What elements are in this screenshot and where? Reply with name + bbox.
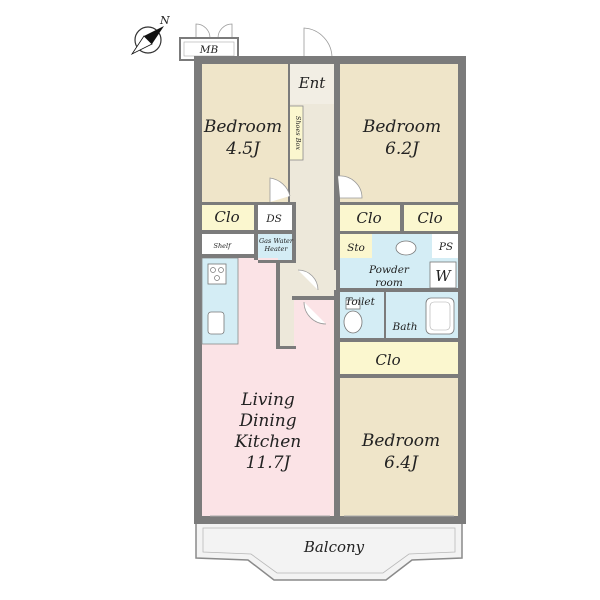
compass-icon: N — [130, 14, 170, 56]
stove-icon — [207, 263, 227, 285]
toilet-label: Toilet — [345, 296, 375, 308]
ps-label: PS — [438, 241, 453, 253]
bedroom-nw-size: 4.5J — [225, 139, 261, 159]
bath-label: Bath — [392, 321, 418, 333]
entrance-label: Ent — [298, 74, 327, 92]
meter-box-label: MB — [199, 44, 219, 56]
bedroom-ne-size: 6.2J — [385, 139, 420, 159]
washbasin-icon — [395, 240, 417, 256]
bedroom-se-name: Bedroom — [361, 431, 440, 451]
north-label: N — [159, 14, 170, 27]
bedroom-nw-name: Bedroom — [203, 117, 282, 137]
entrance-door-arc — [303, 27, 333, 60]
powder-label-1: Powder — [368, 264, 410, 276]
bedroom-se-size: 6.4J — [384, 453, 419, 473]
ldk-label-2: Dining — [238, 411, 296, 431]
interior-walls — [202, 64, 458, 516]
balcony: Balcony — [195, 521, 463, 581]
bedroom-ne-name: Bedroom — [362, 117, 441, 137]
powder-label-2: room — [375, 277, 403, 289]
storage-label: Sto — [347, 242, 365, 254]
heater-label-2: Heater — [264, 245, 289, 253]
closet-ne-1-label: Clo — [356, 209, 381, 227]
ldk-label-4: 11.7J — [246, 453, 292, 473]
bathtub-icon — [425, 297, 455, 335]
toilet-icon — [343, 310, 363, 334]
shelf-label: Shelf — [214, 242, 233, 250]
ds-label: DS — [265, 213, 282, 225]
mb-door-arcs — [195, 23, 233, 40]
balcony-label: Balcony — [303, 538, 365, 556]
heater-label-1: Gas Water — [259, 237, 294, 245]
room-labels: Ent Shoes Box Bedroom 4.5J Bedroom 6.2J … — [203, 74, 453, 473]
washer-label: W — [435, 267, 452, 285]
closet-ne-2-label: Clo — [417, 209, 442, 227]
closet-se-label: Clo — [375, 351, 400, 369]
closet-w-label: Clo — [214, 208, 239, 226]
kitchen-sink-icon — [207, 311, 225, 335]
shoes-box-label: Shoes Box — [294, 116, 302, 150]
washer-box — [429, 261, 457, 289]
fixtures — [207, 175, 457, 517]
ldk-label-3: Kitchen — [234, 432, 301, 452]
ldk-label-1: Living — [240, 390, 295, 410]
